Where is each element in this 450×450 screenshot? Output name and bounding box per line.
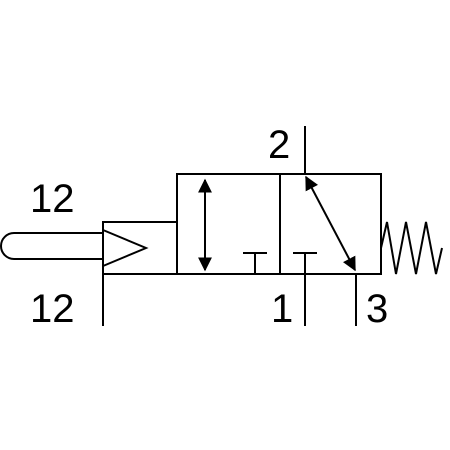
valve-square-left xyxy=(176,173,281,275)
plunger-rod xyxy=(0,232,103,260)
spring-return xyxy=(380,221,443,275)
port-label-12-top: 12 xyxy=(30,177,75,221)
actuator-box xyxy=(102,221,178,275)
flow-arrow-diagonal xyxy=(305,175,356,272)
port-label-3: 3 xyxy=(366,287,388,331)
actuator-triangle xyxy=(102,229,149,267)
port-label-2: 2 xyxy=(268,123,290,167)
port-label-12-bottom: 12 xyxy=(30,287,75,331)
valve-square-right xyxy=(279,173,382,275)
port-label-1: 1 xyxy=(271,287,293,331)
